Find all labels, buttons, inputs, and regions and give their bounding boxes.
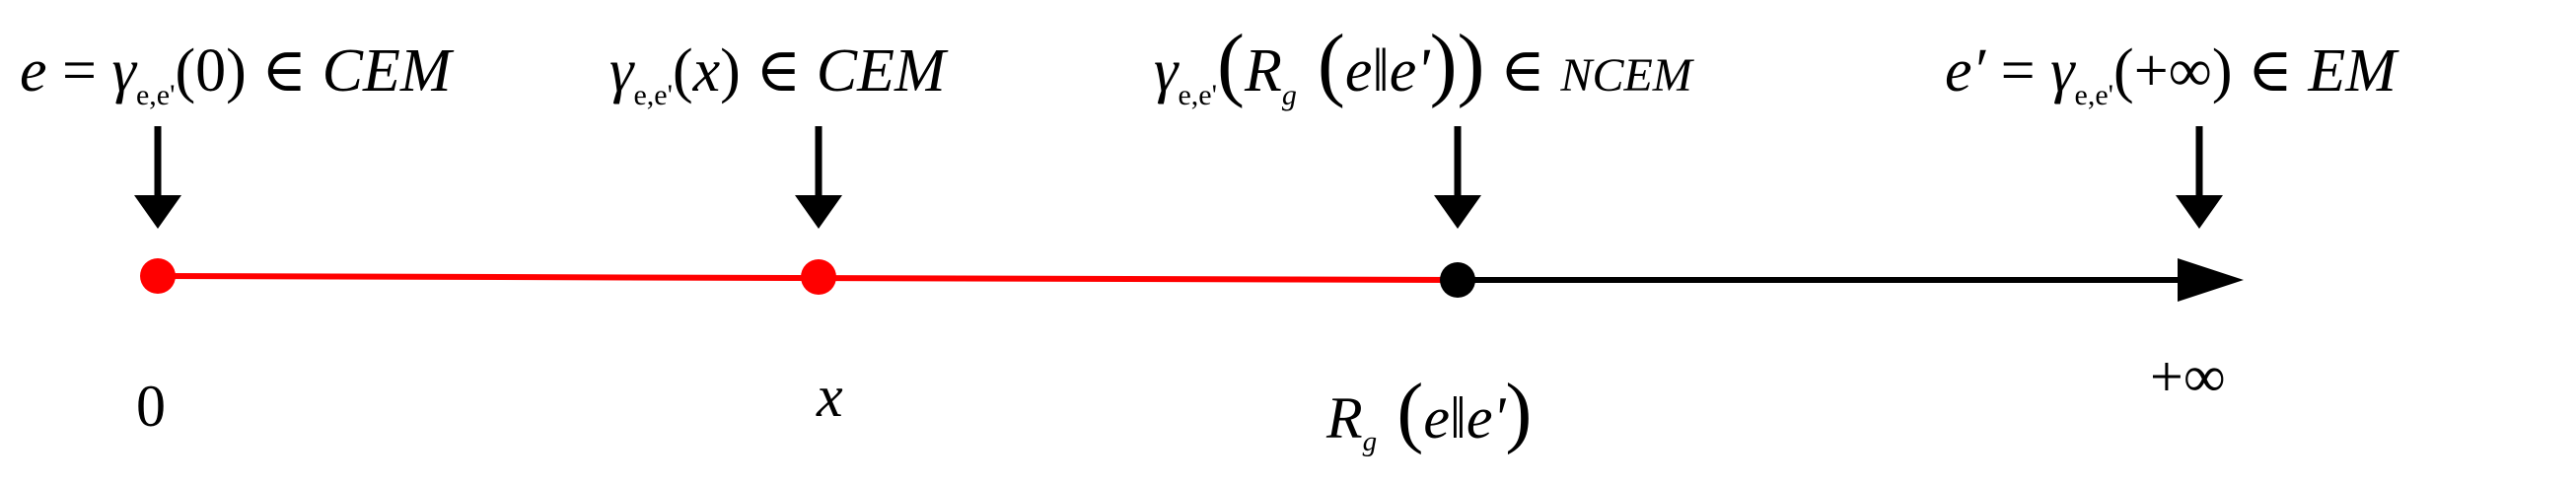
math-part: (	[673, 37, 693, 104]
axis-label-x: x	[816, 364, 843, 429]
math-part: (+∞) ∈	[2113, 37, 2308, 104]
math-part: x	[816, 364, 843, 429]
math-part: (	[1377, 367, 1423, 455]
math-part: (	[1297, 18, 1345, 109]
math-part: CEM	[322, 37, 455, 104]
math-part: g	[1282, 79, 1297, 111]
math-part: +∞	[2150, 344, 2226, 409]
math-part: γ	[2050, 37, 2076, 104]
math-part: R	[1244, 37, 1282, 104]
axis-label-zero: 0	[136, 374, 166, 439]
axis-label-rg: Rg (e‖e')	[1325, 367, 1532, 457]
annotation-origin: e = γe,e'(0) ∈ CEM	[20, 37, 455, 111]
math-part: e'	[1467, 385, 1507, 450]
math-part: ) ∈	[720, 37, 817, 104]
point-x	[801, 259, 836, 295]
math-part: ‖	[1450, 385, 1467, 450]
point-rg	[1440, 262, 1475, 298]
math-part: ))	[1430, 18, 1485, 109]
math-part: (	[1217, 18, 1245, 109]
axis-arrowhead	[2178, 258, 2244, 302]
math-part: R	[1325, 385, 1363, 450]
annotation-infinity: e′ = γe,e'(+∞) ∈ EM	[1945, 37, 2399, 111]
axis-label-plus-infinity: +∞	[2150, 344, 2226, 409]
math-part: γ	[1154, 37, 1180, 104]
math-part: e	[1423, 385, 1450, 450]
math-part: e,e'	[136, 79, 176, 111]
math-part: e	[1345, 37, 1373, 104]
math-part: x	[692, 37, 721, 104]
math-part: e'	[1390, 37, 1432, 104]
math-part: NCEM	[1559, 49, 1694, 102]
annotation-rg: γe,e'(Rg (e‖e')) ∈ NCEM	[1154, 18, 1695, 111]
math-part: ‖	[1372, 37, 1389, 104]
down-arrow-x	[795, 126, 842, 229]
math-part: e	[20, 37, 47, 104]
math-part: EM	[2307, 37, 2399, 104]
math-part: =	[47, 37, 112, 104]
math-part: (0) ∈	[175, 37, 322, 104]
down-arrow-origin	[134, 126, 181, 229]
math-part: e,e'	[633, 79, 673, 111]
math-part: ∈	[1485, 37, 1561, 104]
annotation-x: γe,e'(x) ∈ CEM	[609, 37, 949, 111]
math-part: e,e'	[2075, 79, 2114, 111]
down-arrow-rg	[1434, 126, 1481, 229]
point-zero	[140, 258, 176, 294]
math-part: )	[1505, 367, 1532, 455]
math-part: e,e'	[1178, 79, 1217, 111]
math-part: g	[1363, 426, 1378, 457]
math-part: CEM	[817, 37, 949, 104]
math-part: 0	[136, 374, 166, 439]
math-part: γ	[112, 37, 138, 104]
math-part: =	[1985, 37, 2050, 104]
math-part: γ	[609, 37, 635, 104]
math-part: e′	[1945, 37, 1987, 104]
down-arrow-infinity	[2176, 126, 2223, 229]
